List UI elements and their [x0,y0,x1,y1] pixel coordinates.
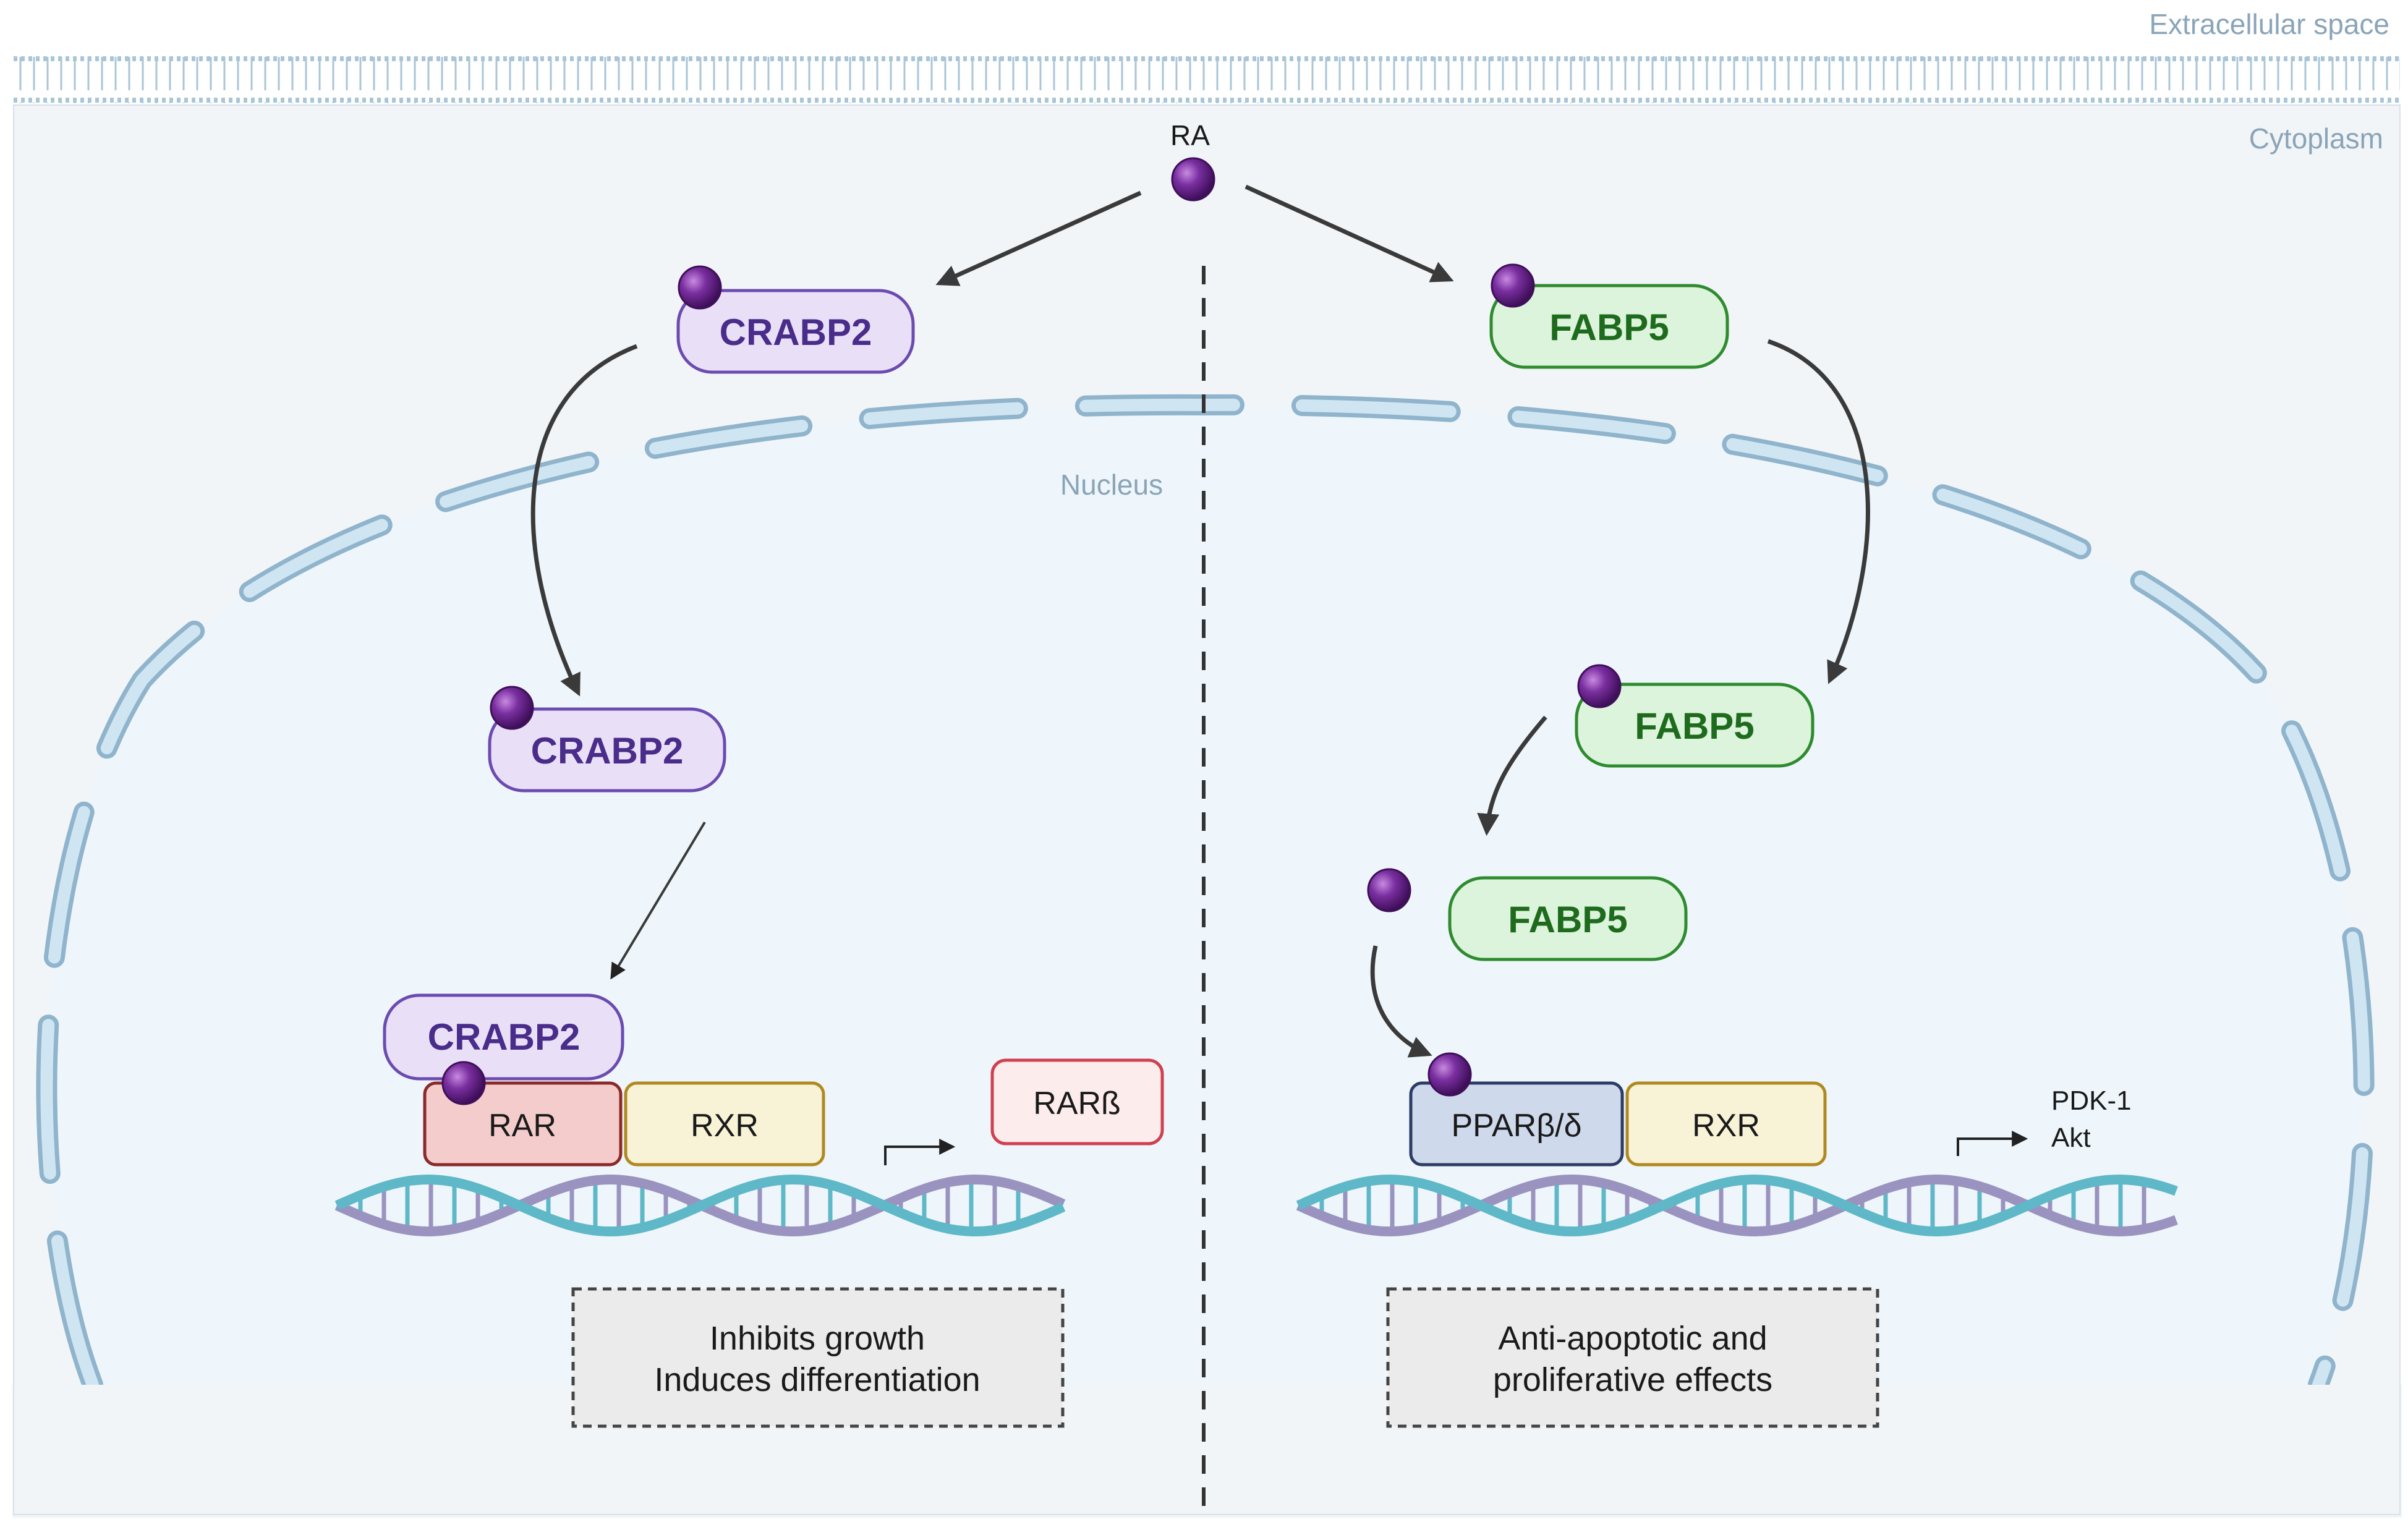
ra-ligand [1491,263,1535,308]
ra-ligand-free [1367,868,1411,912]
cell-membrane [14,56,2400,103]
fabp5-label: FABP5 [1508,899,1627,940]
effect-box-left: Inhibits growth Induces differentiation [571,1287,1065,1428]
dna-strand [1296,1174,2178,1237]
arrow-fabp5-release [1477,715,1547,836]
crabp2-cytoplasm: CRABP2 [676,265,915,374]
dna-helix-right [1296,1174,2178,1237]
ra-ligand [441,1061,486,1105]
ra-ligand [678,265,722,310]
fabp5-released: FABP5 [1448,876,1688,961]
crabp2-nucleus: CRABP2 [488,686,726,793]
rar-label: RAR [488,1108,556,1144]
arrow-ra-to-crabp2 [935,190,1142,286]
effect-box-right: Anti-apoptotic and proliferative effects [1386,1287,1879,1428]
arrow-ra-to-ppar [1370,945,1432,1058]
rxr-label: RXR [691,1108,759,1144]
extracellular-label: Extracellular space [2149,8,2389,40]
effect-left-line-1: Inhibits growth [710,1320,925,1357]
ra-ligand [1171,157,1215,202]
rar-receptor: RAR [423,1081,623,1167]
ra-label: RA [1170,119,1210,151]
extracellular-area [0,0,2408,59]
cytoplasm-label: Cytoplasm [2249,122,2383,155]
effect-left-line-2: Induces differentiation [654,1361,980,1398]
arrow-crabp2-to-rar [610,821,706,980]
rxr-receptor-right: RXR [1625,1081,1827,1167]
fabp5-label: FABP5 [1635,705,1754,747]
dna-strand [334,1175,1066,1236]
rxr-label: RXR [1692,1108,1760,1144]
rarb-gene: RARß [990,1058,1164,1146]
akt-label: Akt [2051,1123,2091,1153]
effect-right-line-2: proliferative effects [1493,1361,1772,1398]
ppar-receptor: PPARβ/δ [1409,1052,1624,1167]
dna-helix-left [334,1175,1066,1236]
effect-right-line-1: Anti-apoptotic and [1498,1320,1767,1357]
crabp2-bound: CRABP2 [383,993,624,1105]
fabp5-label: FABP5 [1549,307,1669,348]
ppar-label: PPARβ/δ [1451,1108,1581,1144]
nucleus-label: Nucleus [1060,469,1163,501]
cell-boundary [13,104,2401,1515]
ra-ligand [1577,664,1622,708]
arrow-fabp5-to-nucleus [1767,339,1870,684]
crabp2-label: CRABP2 [428,1016,581,1058]
arrow-ra-to-fabp5 [1244,184,1454,283]
transcription-arrow-left [884,1139,956,1165]
crabp2-label: CRABP2 [531,730,684,772]
transcription-arrow-right [1957,1131,2028,1156]
rarb-label: RARß [1033,1086,1121,1121]
ra-ligand [490,686,534,730]
nucleus [12,394,2402,1518]
crabp2-label: CRABP2 [720,312,872,353]
arrow-crabp2-to-nucleus [530,344,638,697]
ra-ligand [1427,1052,1472,1097]
fabp5-nucleus: FABP5 [1575,664,1815,768]
pdk1-label: PDK-1 [2051,1086,2132,1116]
rxr-receptor-left: RXR [624,1081,825,1167]
fabp5-cytoplasm: FABP5 [1489,263,1729,369]
